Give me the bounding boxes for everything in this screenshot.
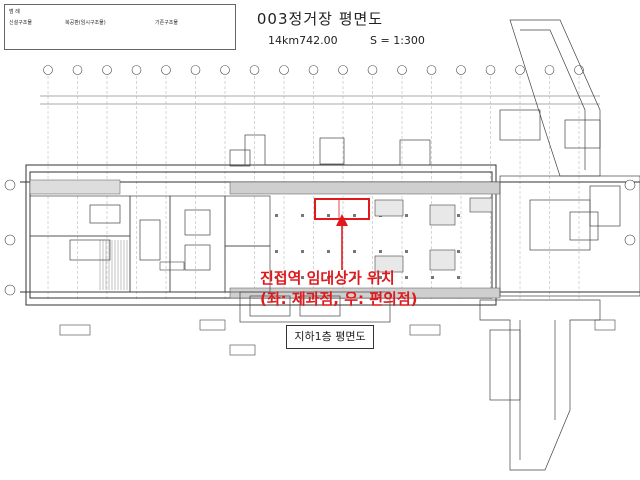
floor-label: 지하1층 평면도 — [286, 325, 374, 349]
drawing-title: 003정거장 평면도 — [256, 10, 384, 28]
callout-line-2: (좌: 제과점, 우: 편의점) — [260, 290, 418, 308]
drawing-scale: S = 1:300 — [370, 34, 425, 47]
legend-box: 범 례 신설구조물 복공판(임시구조물) 기존구조물 — [4, 4, 236, 50]
legend-item-new: 신설구조물 — [9, 20, 33, 26]
station-chainage: 14km742.00 — [268, 34, 338, 47]
store-location-callout: 진접역 임대상가 위치 (좌: 제과점, 우: 편의점) — [260, 268, 417, 310]
legend-item-temp: 복공판(임시구조물) — [65, 20, 106, 26]
callout-line-1: 진접역 임대상가 위치 — [260, 269, 395, 287]
legend-header: 범 례 — [9, 9, 20, 15]
legend-item-existing: 기존구조물 — [155, 20, 179, 26]
